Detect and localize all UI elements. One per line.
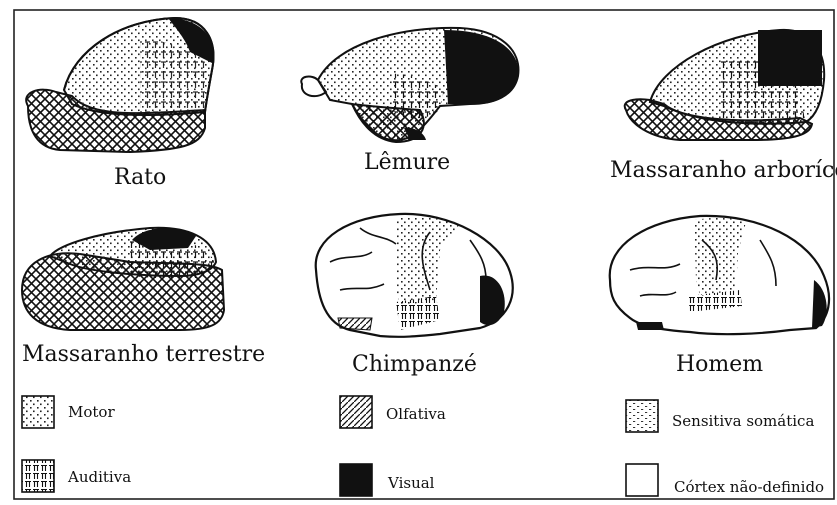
caption-tree-shrew: Massaranho arborícola bbox=[610, 158, 837, 183]
legend-swatch-motor bbox=[22, 396, 54, 428]
rat-brain bbox=[26, 18, 214, 152]
legend-swatch-undefined bbox=[626, 464, 658, 496]
legend-swatch-olfactory bbox=[340, 396, 372, 428]
caption-ground-shrew: Massaranho terrestre bbox=[22, 342, 265, 367]
chimpanzee-brain bbox=[316, 214, 513, 337]
caption-rat: Rato bbox=[114, 165, 166, 190]
legend-label-auditory: Auditiva bbox=[68, 468, 131, 486]
legend-label-olfactory: Olfativa bbox=[386, 405, 446, 423]
legend-label-undefined: Córtex não-definido bbox=[674, 478, 824, 496]
caption-lemur: Lêmure bbox=[364, 150, 450, 175]
ground-shrew-brain bbox=[22, 228, 224, 330]
caption-chimpanzee: Chimpanzé bbox=[352, 352, 477, 377]
legend-label-visual: Visual bbox=[388, 474, 434, 492]
lemur-brain bbox=[301, 28, 518, 142]
legend-swatch-visual bbox=[340, 464, 372, 496]
legend-label-somatic: Sensitiva somática bbox=[672, 412, 814, 430]
legend-swatch-somatic bbox=[626, 400, 658, 432]
legend-swatch-auditory bbox=[22, 460, 54, 492]
tree-shrew-brain bbox=[625, 30, 824, 140]
legend-label-motor: Motor bbox=[68, 403, 115, 421]
caption-human: Homem bbox=[676, 352, 763, 377]
human-brain bbox=[610, 216, 829, 334]
